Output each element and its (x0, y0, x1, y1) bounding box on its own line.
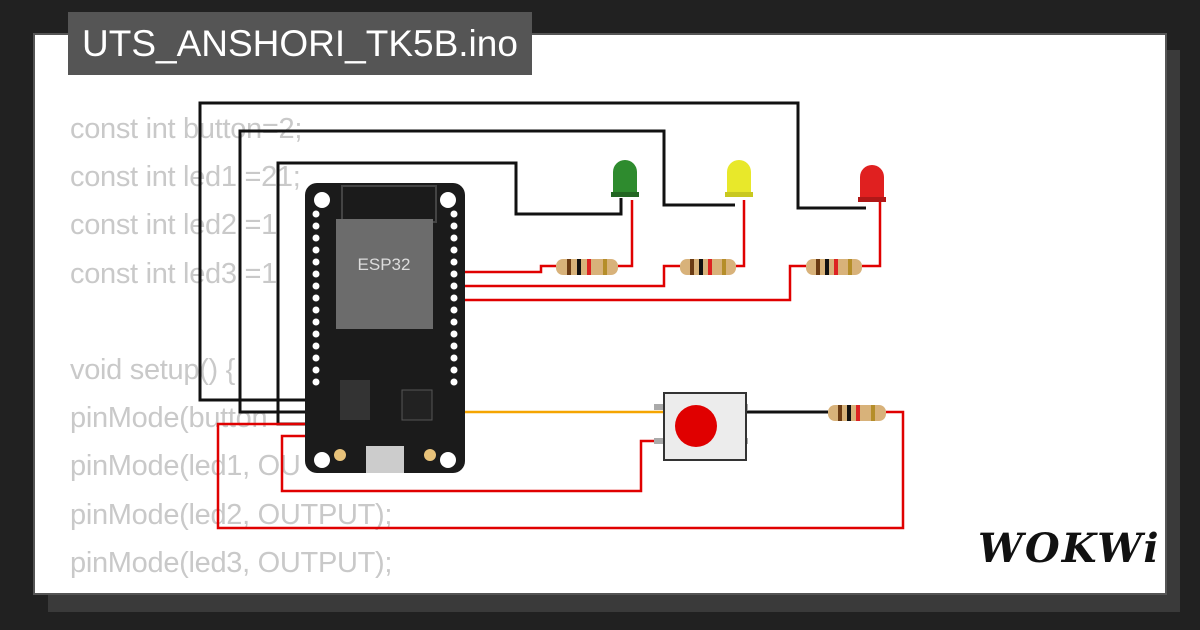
header-pin (312, 366, 320, 374)
preview-card: const int button=2; const int led1 =21; … (33, 33, 1167, 595)
header-pin (312, 222, 320, 230)
wire-gnd-yellow-led (238, 129, 735, 414)
code-line: pinMode(led2, OUTPUT); (70, 498, 393, 531)
code-line: void setup() { (70, 353, 236, 386)
header-pin (450, 306, 458, 314)
header-pin (450, 366, 458, 374)
resistor-4 (828, 405, 886, 421)
header-pin (450, 258, 458, 266)
code-line: const int led1 =21; (70, 161, 301, 194)
header-pin (312, 330, 320, 338)
header-pin (450, 222, 458, 230)
header-pin (312, 378, 320, 386)
push-button (654, 392, 748, 461)
orange-wire (454, 372, 664, 414)
wokwi-logo: WOKWi (978, 525, 1161, 572)
header-pin (312, 318, 320, 326)
code-line: const int led2 =1 (70, 209, 277, 242)
header-pin (312, 246, 320, 254)
code-line: pinMode(led3, OUTPUT); (70, 546, 393, 579)
header-pin (312, 294, 320, 302)
header-pin (312, 282, 320, 290)
code-line: const int button=2; (70, 113, 303, 145)
header-pin (450, 282, 458, 290)
header-pin (450, 270, 458, 278)
project-title: UTS_ANSHORI_TK5B.ino (68, 12, 532, 75)
code-background: const int button=2; const int led1 =21; … (70, 105, 393, 593)
resistor-1 (556, 259, 618, 275)
header-pin (312, 342, 320, 350)
wire-gnd-red-led (198, 101, 866, 402)
black-wires (198, 101, 866, 426)
header-pin (312, 234, 320, 242)
header-pin (312, 306, 320, 314)
esp32-board: ESP32 (305, 183, 465, 473)
header-pin (312, 354, 320, 362)
header-pin (450, 378, 458, 386)
header-pin (312, 270, 320, 278)
code-line: pinMode(led1, OU (70, 450, 301, 483)
resistor-3 (806, 259, 862, 275)
header-pin (450, 342, 458, 350)
header-pin (450, 354, 458, 362)
red-led (858, 165, 886, 202)
yellow-led (725, 160, 753, 197)
header-pin (450, 246, 458, 254)
header-pin (450, 234, 458, 242)
header-pin (450, 210, 458, 218)
header-pin (450, 330, 458, 338)
red-wires (216, 200, 905, 530)
code-line: const int led3 =1 (70, 257, 277, 290)
code-line: pinMode(button (70, 402, 268, 435)
header-pin (450, 294, 458, 302)
header-pin (312, 258, 320, 266)
header-pin (450, 318, 458, 326)
header-pin (312, 210, 320, 218)
board-label: ESP32 (358, 255, 411, 274)
resistor-2 (680, 259, 736, 275)
green-led (611, 160, 639, 197)
